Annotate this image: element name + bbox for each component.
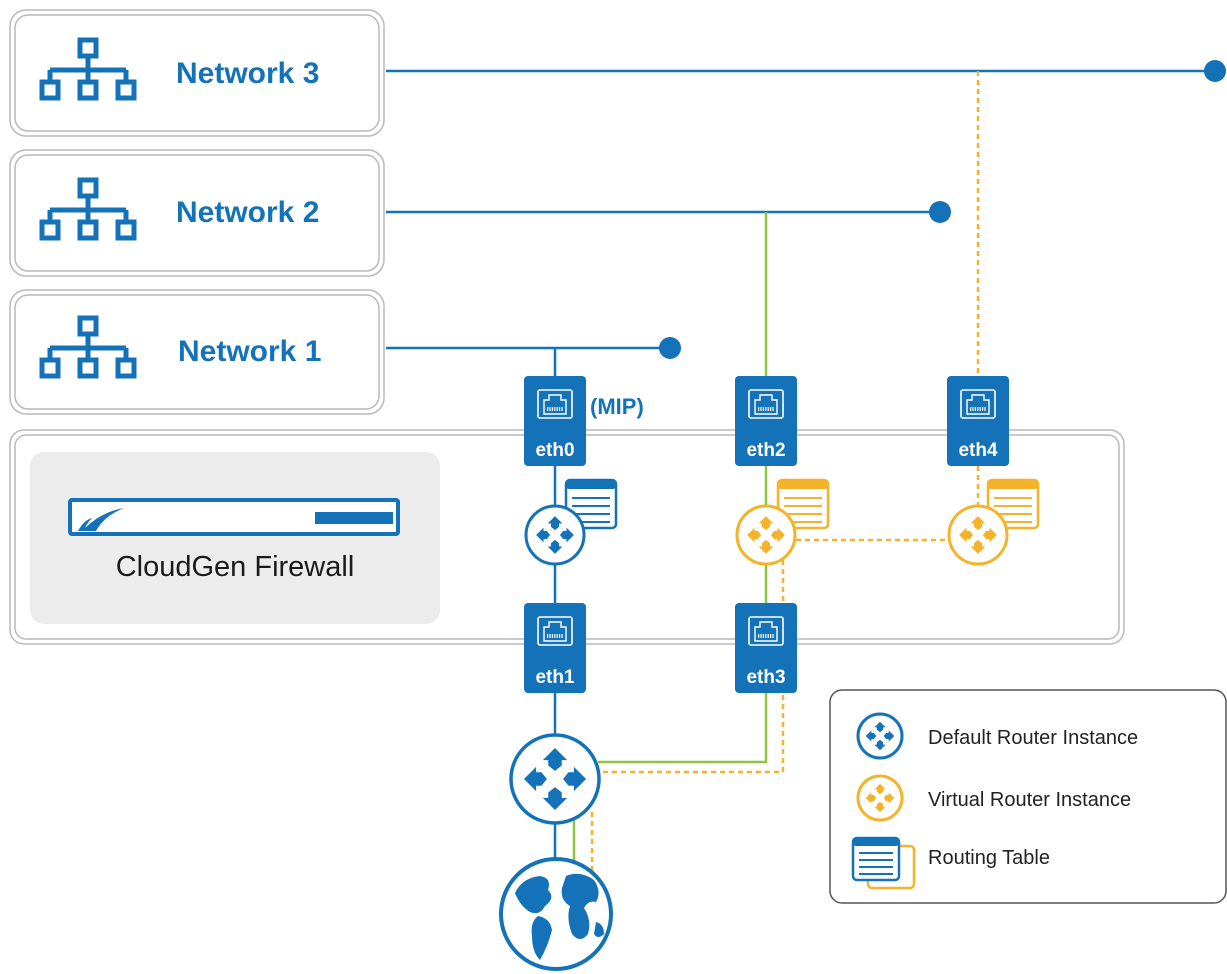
network-3-endpoint bbox=[1204, 60, 1226, 82]
network-3-box: Network 3 bbox=[9, 9, 385, 137]
eth1-label: eth1 bbox=[535, 667, 575, 688]
globe-icon bbox=[499, 857, 613, 971]
interface-eth4: eth4 bbox=[947, 376, 1009, 466]
legend-virtual-router-label: Virtual Router Instance bbox=[928, 789, 1131, 811]
default-router-icon bbox=[509, 733, 601, 825]
eth3-label: eth3 bbox=[746, 667, 785, 688]
firewall-panel: CloudGen Firewall bbox=[30, 452, 440, 624]
network-2-endpoint bbox=[929, 201, 951, 223]
network-1-endpoint bbox=[659, 337, 681, 359]
mip-label: (MIP) bbox=[590, 394, 644, 419]
network-3-label: Network 3 bbox=[176, 57, 319, 90]
network-1-label: Network 1 bbox=[178, 335, 321, 368]
virtual-router-icon bbox=[856, 774, 904, 822]
eth2-label: eth2 bbox=[746, 440, 785, 461]
network-2-label: Network 2 bbox=[176, 196, 319, 229]
routing-table-icon bbox=[776, 478, 830, 530]
eth0-label: eth0 bbox=[535, 440, 574, 461]
blue-links bbox=[386, 69, 1215, 870]
green-links bbox=[572, 212, 768, 872]
routing-table-icon bbox=[851, 836, 916, 890]
orange-dotted-links bbox=[590, 71, 980, 872]
firewall-appliance-icon bbox=[68, 498, 400, 536]
interface-eth3: eth3 bbox=[735, 603, 797, 693]
firewall-label: CloudGen Firewall bbox=[116, 551, 355, 583]
interface-eth2: eth2 bbox=[735, 376, 797, 466]
default-router-icon bbox=[524, 504, 586, 566]
legend-routing-table-label: Routing Table bbox=[928, 847, 1050, 869]
virtual-router-icon bbox=[735, 504, 797, 566]
legend-default-router-label: Default Router Instance bbox=[928, 727, 1138, 749]
network-2-box: Network 2 bbox=[9, 149, 385, 277]
virtual-router-icon bbox=[947, 504, 1009, 566]
eth4-label: eth4 bbox=[958, 440, 998, 461]
default-router-icon bbox=[856, 712, 904, 760]
network-1-box: Network 1 bbox=[9, 289, 385, 415]
legend: Default Router Instance Virtual Router I… bbox=[829, 689, 1227, 904]
interface-eth0: eth0 bbox=[524, 376, 586, 466]
interface-eth1: eth1 bbox=[524, 603, 586, 693]
